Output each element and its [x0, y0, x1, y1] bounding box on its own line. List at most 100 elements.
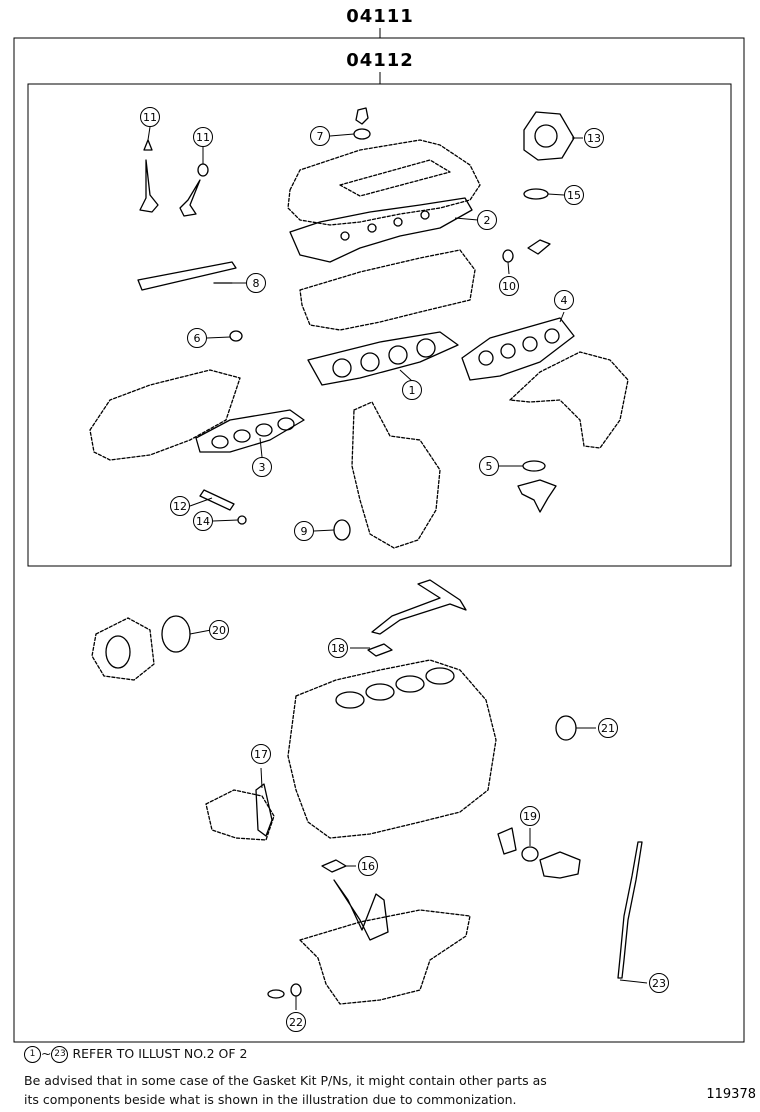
callout-circle [358, 856, 378, 876]
callout-number: 9 [301, 525, 308, 538]
oil-pump-part [91, 617, 155, 681]
callout-number: 16 [361, 860, 375, 873]
cylinder-bores [335, 667, 455, 709]
callout-number: 8 [253, 277, 260, 290]
intake-valve-part [139, 139, 159, 213]
water-outlet-part [539, 851, 581, 879]
callout-number: 14 [196, 515, 210, 528]
callout-11: 11 [140, 107, 160, 127]
exhaust-manifold-gasket [461, 317, 575, 381]
callout-number: 13 [587, 132, 601, 145]
callout-number: 20 [212, 624, 226, 637]
callout-1: 1 [402, 380, 422, 400]
callout-number: 2 [484, 214, 491, 227]
refer-text: REFER TO ILLUST NO.2 OF 2 [72, 1046, 248, 1061]
callout-16: 16 [358, 856, 378, 876]
callout-4: 4 [554, 290, 574, 310]
callout-circle [251, 744, 271, 764]
bolt-part-12 [199, 489, 235, 511]
callout-9: 9 [294, 521, 314, 541]
callout-circle [584, 128, 604, 148]
callout-circle [252, 457, 272, 477]
cylinder-head-part [299, 249, 476, 331]
oil-seal-9 [333, 519, 351, 541]
water-pump-gasket [523, 111, 575, 161]
advisory-note-line2: its components beside what is shown in t… [24, 1092, 517, 1107]
callout-circle [310, 126, 330, 146]
intake-manifold-gasket [195, 409, 305, 453]
callout-22: 22 [286, 1012, 306, 1032]
callout-2: 2 [477, 210, 497, 230]
callout-number: 1 [409, 384, 416, 397]
callout-7: 7 [310, 126, 330, 146]
callout-circle [193, 127, 213, 147]
oil-level-gauge-23 [617, 841, 643, 979]
drain-plug-22 [290, 983, 302, 997]
callout-12: 12 [170, 496, 190, 516]
callout-circle [564, 185, 584, 205]
callout-number: 11 [196, 131, 210, 144]
callout-11: 11 [193, 127, 213, 147]
callout-number: 22 [289, 1016, 303, 1029]
callout-14: 14 [193, 511, 213, 531]
callout-circle [499, 276, 519, 296]
exhaust-manifold-part [509, 351, 629, 449]
callout-circle [479, 456, 499, 476]
callout-3: 3 [252, 457, 272, 477]
callout-circle [170, 496, 190, 516]
oil-strainer-part [333, 879, 389, 941]
outer-kit-frame [13, 37, 745, 1043]
strainer-gasket-16 [321, 859, 347, 873]
callout-6: 6 [187, 328, 207, 348]
dipstick-guide-part [371, 579, 467, 635]
cylinder-head-cover [287, 139, 481, 226]
intake-manifold-part [89, 369, 241, 461]
callout-19: 19 [520, 806, 540, 826]
inner-kit-frame [27, 83, 732, 567]
callout-number: 3 [259, 461, 266, 474]
range-start-callout: 1 [24, 1046, 41, 1063]
grommet-part [353, 107, 371, 140]
callout-number: 7 [317, 130, 324, 143]
callout-number: 11 [143, 111, 157, 124]
retainer-gasket-17 [255, 783, 273, 837]
callout-number: 17 [254, 748, 268, 761]
seal-retainer-part [205, 789, 275, 841]
callout-5: 5 [479, 456, 499, 476]
callout-number: 19 [523, 810, 537, 823]
oil-control-tube [137, 261, 237, 291]
callout-circle [246, 273, 266, 293]
callout-20: 20 [209, 620, 229, 640]
oil-seal-21 [555, 715, 577, 741]
advisory-note-line1: Be advised that in some case of the Gask… [24, 1073, 547, 1088]
callout-circle [477, 210, 497, 230]
head-cover-gasket [289, 197, 473, 263]
small-seal-6 [229, 330, 243, 342]
callout-15: 15 [564, 185, 584, 205]
callout-circle [649, 973, 669, 993]
callout-circle [520, 806, 540, 826]
drawing-number: 119378 [706, 1087, 756, 1102]
outer-part-number: 04111 [346, 6, 414, 27]
washer-part-14 [237, 515, 247, 525]
callout-number: 18 [331, 642, 345, 655]
callout-number: 10 [502, 280, 516, 293]
callout-circle [140, 107, 160, 127]
water-inlet-part [517, 479, 557, 513]
oil-pan-part [299, 909, 471, 1005]
seal-part-5 [522, 460, 546, 472]
callout-circle [193, 511, 213, 531]
cylinder-head-gasket [307, 331, 459, 386]
callout-circle [598, 718, 618, 738]
callout-23: 23 [649, 973, 669, 993]
oring-part-20 [161, 615, 191, 653]
callout-circle [328, 638, 348, 658]
callout-10: 10 [499, 276, 519, 296]
oring-part-19 [521, 846, 539, 862]
callout-circle [209, 620, 229, 640]
callout-circle [286, 1012, 306, 1032]
range-end-callout: 23 [51, 1046, 69, 1063]
callout-circle [294, 521, 314, 541]
